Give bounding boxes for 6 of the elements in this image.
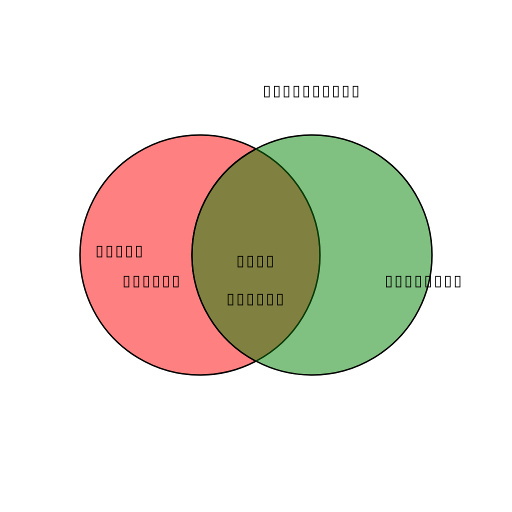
region-label: ▯▯▯▯▯▯ <box>122 273 182 288</box>
region-label: ▯▯▯▯▯ <box>95 244 145 258</box>
overlap-region <box>191 148 321 362</box>
region-label: ▯▯▯▯▯▯ <box>226 291 286 306</box>
set-label: ▯▯▯▯▯▯▯▯▯▯ <box>262 83 362 98</box>
region-label: ▯▯▯▯ <box>236 253 276 268</box>
